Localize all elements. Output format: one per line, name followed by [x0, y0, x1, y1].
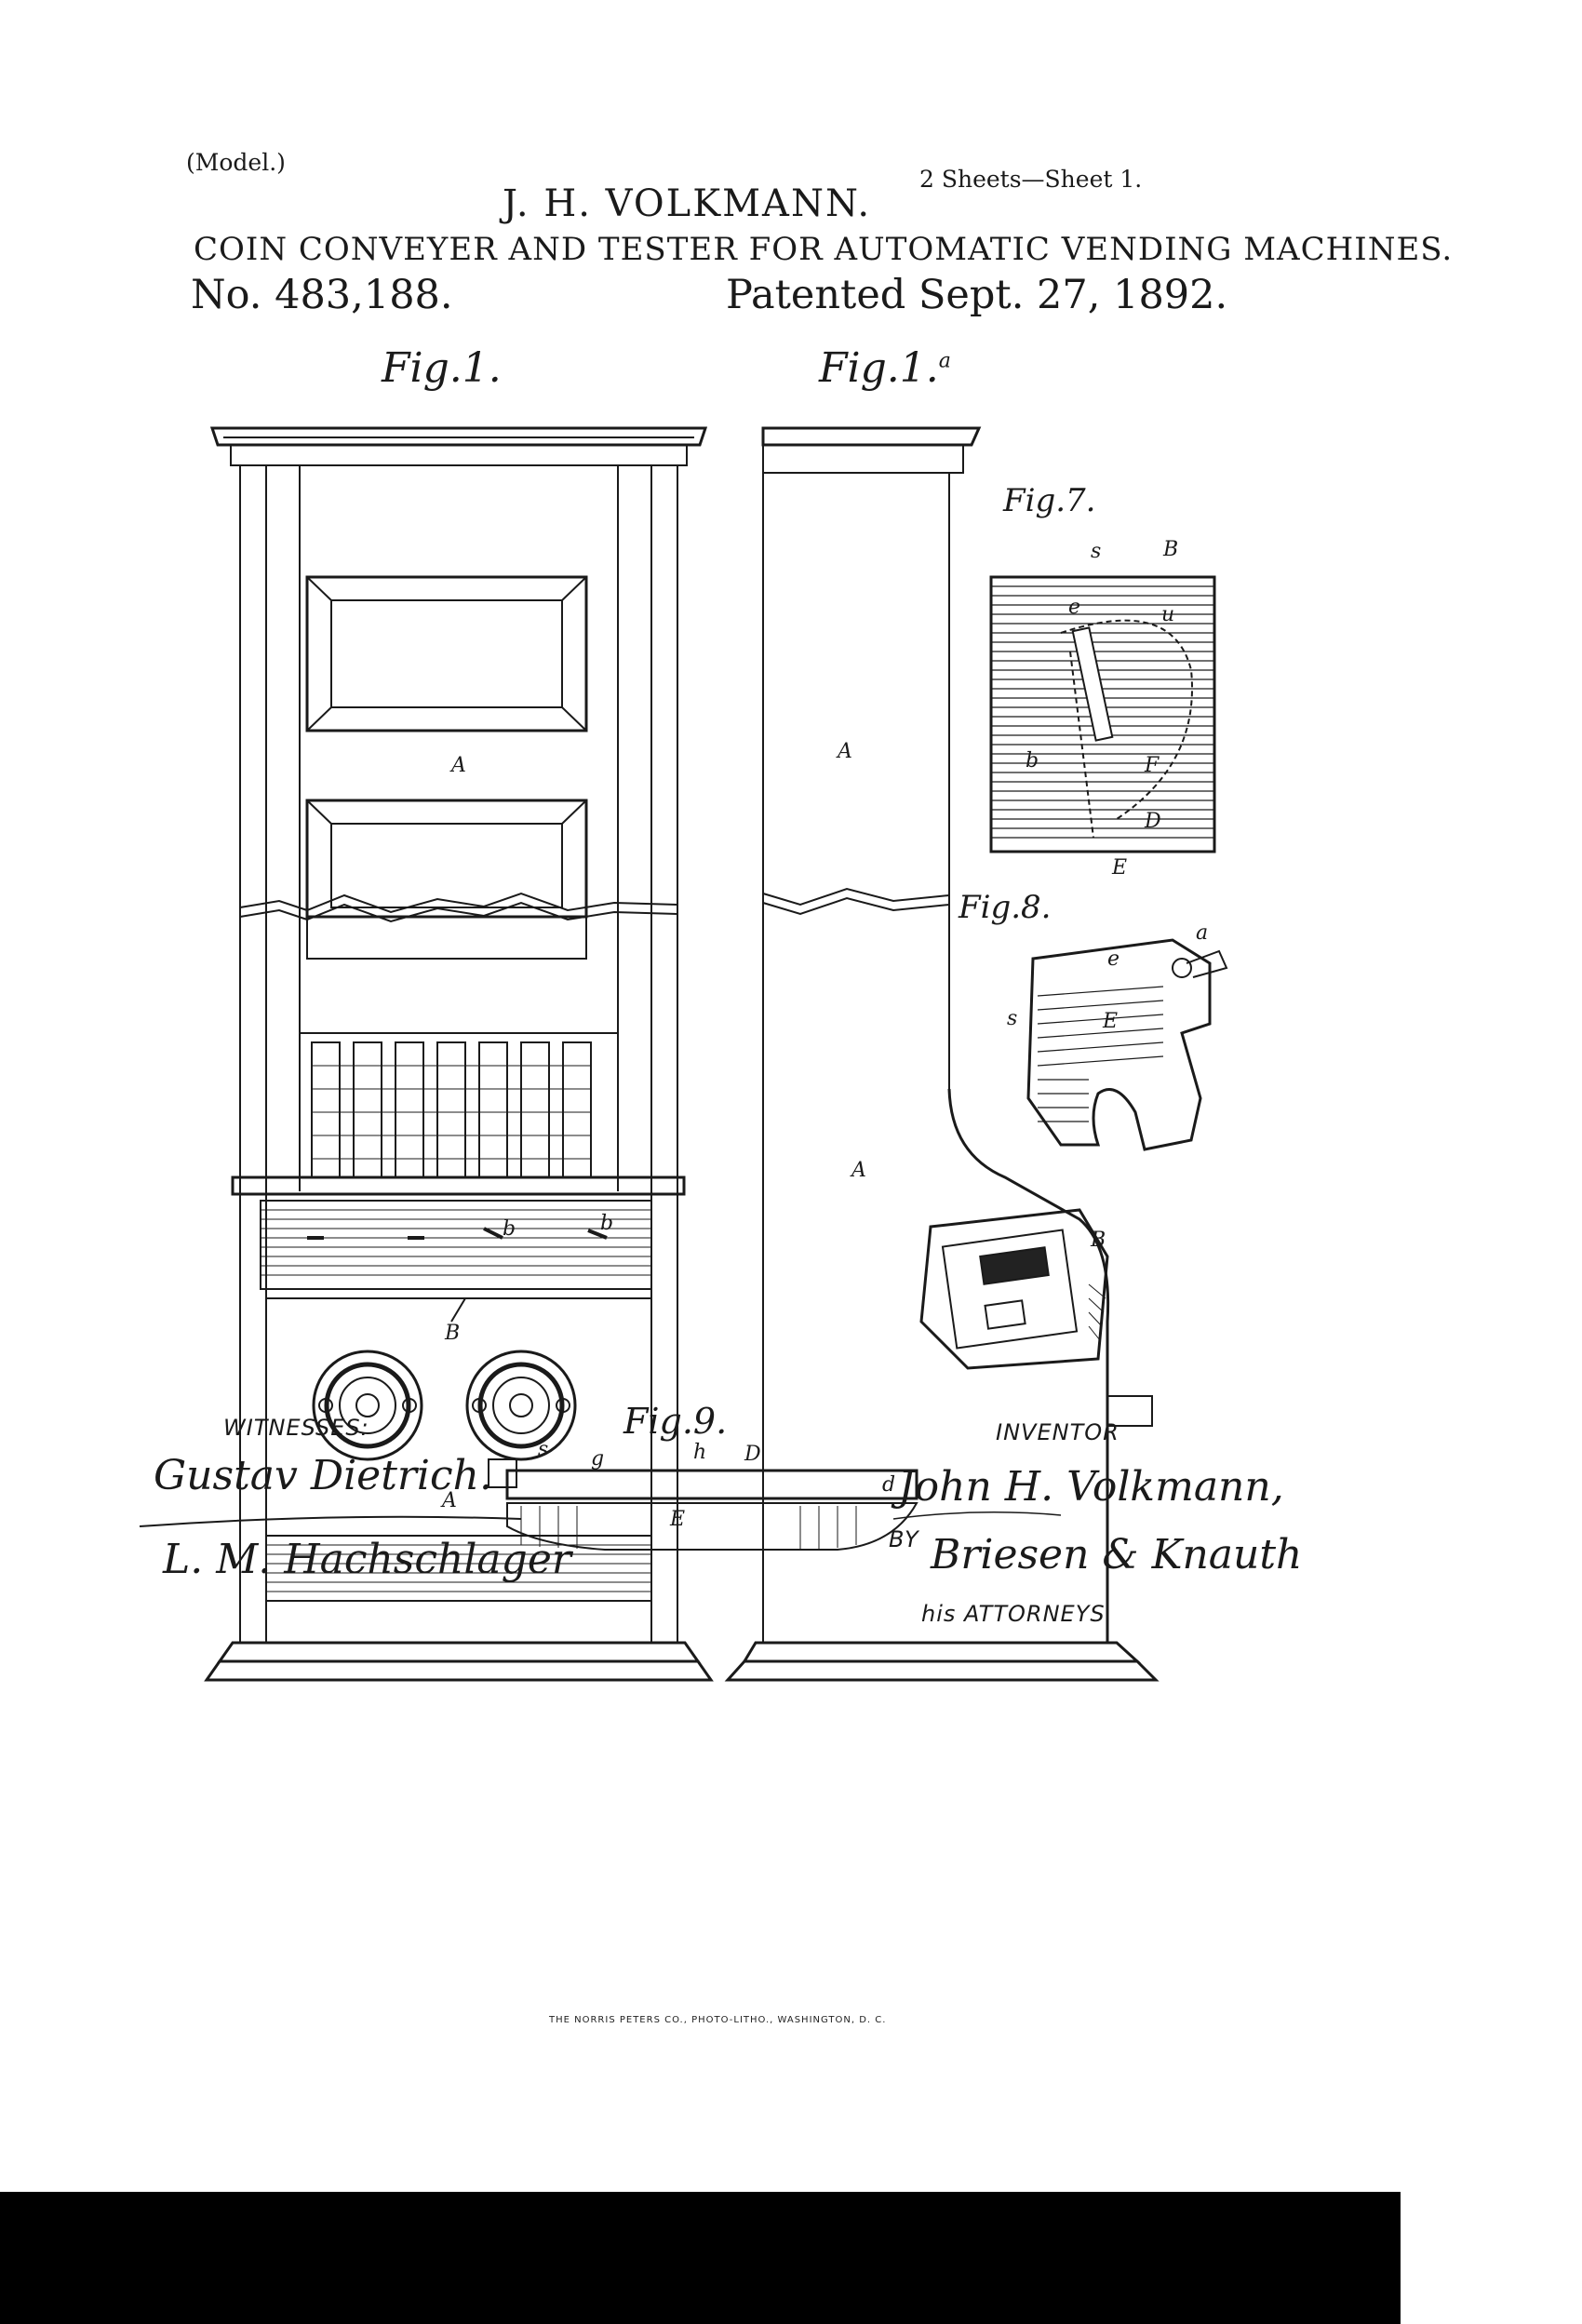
fig1-label: Fig.1.	[382, 344, 502, 392]
ref-letter: a	[1196, 921, 1209, 945]
patent-title: COIN CONVEYER AND TESTER FOR AUTOMATIC V…	[194, 231, 1454, 268]
ref-letter: b	[503, 1217, 516, 1241]
fig1a-side-view	[724, 426, 1160, 1682]
ref-letter: F	[1145, 754, 1160, 777]
ref-letter: E	[1103, 1010, 1119, 1033]
ref-letter: A	[851, 1159, 866, 1182]
ref-letter: u	[1161, 603, 1175, 626]
coin-knob-right	[465, 1350, 577, 1461]
inventor-signature: John H. Volkmann,	[898, 1463, 1284, 1511]
ref-letter: d	[882, 1473, 896, 1497]
inventor-name-heading: J. H. VOLKMANN.	[503, 182, 872, 225]
model-label: (Model.)	[186, 149, 286, 176]
attorneys-label: his ATTORNEYS	[921, 1601, 1106, 1627]
fig8-part	[1026, 938, 1228, 1151]
ref-letter: A	[451, 754, 466, 777]
ref-letter: h	[693, 1441, 707, 1464]
ref-letter: b	[600, 1212, 614, 1235]
ref-letter: A	[442, 1489, 457, 1512]
ref-letter: B	[445, 1322, 461, 1345]
ref-letter: A	[838, 740, 852, 763]
ref-letter: b	[1026, 749, 1039, 772]
witness-signature-2: L. M. Hachschlager	[163, 1536, 571, 1583]
patented-date: Patented Sept. 27, 1892.	[726, 272, 1228, 318]
ref-letter: E	[1112, 856, 1128, 880]
ref-letter: B	[1091, 1229, 1106, 1252]
coin-knob-left	[312, 1350, 423, 1461]
fig7-label: Fig.7.	[1003, 482, 1096, 519]
patent-number: No. 483,188.	[191, 272, 453, 318]
witnesses-label: WITNESSES:	[223, 1415, 369, 1441]
attorneys-signature: Briesen & Knauth	[931, 1531, 1303, 1578]
ref-letter: s	[538, 1438, 549, 1461]
fig1a-label: Fig.1.a	[819, 344, 951, 392]
ref-letter: g	[591, 1447, 605, 1471]
ref-letter: E	[670, 1508, 686, 1531]
ref-letter: D	[744, 1443, 761, 1466]
ref-letter: B	[1163, 538, 1179, 561]
sheets-label: 2 Sheets—Sheet 1.	[919, 166, 1143, 193]
hatching-band-upper	[261, 1209, 651, 1276]
fig9-label: Fig.9.	[623, 1401, 728, 1442]
ref-letter: D	[1145, 810, 1161, 833]
fig9-slide	[488, 1458, 918, 1551]
fig1-cabinet	[204, 426, 714, 1682]
fig8-label: Fig.8.	[959, 889, 1052, 926]
fig7-block	[989, 575, 1216, 853]
witness-signature-1: Gustav Dietrich.	[154, 1452, 492, 1499]
inventor-label: INVENTOR	[996, 1419, 1119, 1445]
ref-letter: e	[1107, 947, 1120, 971]
ref-letter: e	[1068, 596, 1081, 619]
ref-letter: s	[1091, 540, 1102, 563]
printer-credit: THE NORRIS PETERS CO., PHOTO-LITHO., WAS…	[549, 2015, 887, 2025]
scan-border-bar	[0, 2192, 1401, 2324]
by-label: BY	[889, 1526, 919, 1552]
coin-mechanism	[919, 1208, 1109, 1370]
ref-letter: s	[1007, 1007, 1018, 1030]
